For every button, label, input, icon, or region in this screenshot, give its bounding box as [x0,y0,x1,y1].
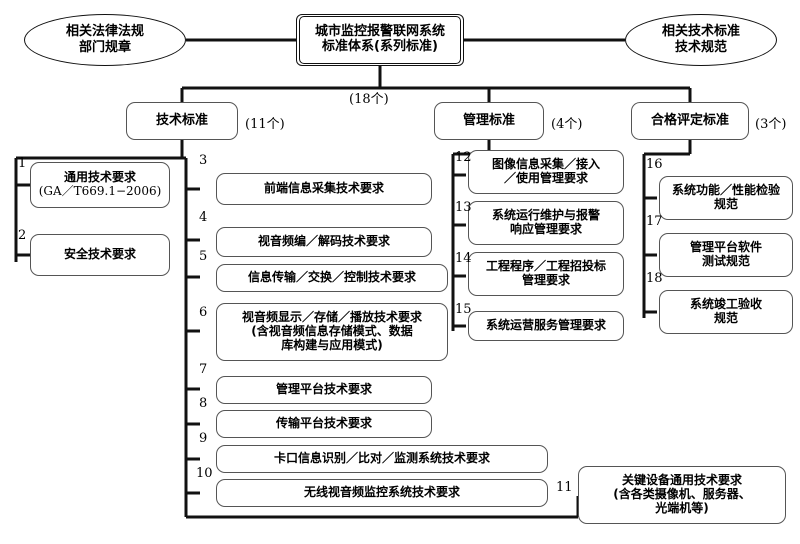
node-related-tech-standards-ellipse[interactable]: 相关技术标准 技术规范 [625,14,777,66]
item-17-number: 17 [646,214,663,229]
item-11-line2: (含各类摄像机、服务器、 [613,487,751,502]
node-item-3[interactable]: 前端信息采集技术要求 [216,173,432,205]
node-item-12[interactable]: 图像信息采集／接入 ／使用管理要求 [468,150,624,194]
item-18-number: 18 [646,271,663,286]
item-1-line2: (GA／T669.1−2006) [38,184,162,198]
item-1-number: 1 [18,156,27,171]
node-item-5[interactable]: 信息传输／交换／控制技术要求 [216,264,448,292]
item-7-line1: 管理平台技术要求 [275,382,372,397]
item-13-line2: 响应管理要求 [509,222,582,236]
item-16-number: 16 [646,157,663,172]
branch-2-count: (3个) [755,117,787,132]
node-item-18[interactable]: 系统竣工验收 规范 [659,290,793,334]
node-item-7[interactable]: 管理平台技术要求 [216,376,432,404]
node-item-10[interactable]: 无线视音频监控系统技术要求 [216,479,548,507]
item-13-line1: 系统运行维护与报警 [491,208,600,223]
node-item-1[interactable]: 通用技术要求 (GA／T669.1−2006) [30,162,170,208]
item-14-line2: 管理要求 [521,273,570,287]
root-line2: 标准体系(系列标准) [322,39,438,54]
branch-2-label: 合格评定标准 [650,112,729,128]
node-item-15[interactable]: 系统运营服务管理要求 [468,311,624,341]
branch-1-label: 管理标准 [462,112,515,128]
node-branch-conformity-assessment[interactable]: 合格评定标准 [631,102,749,140]
item-10-line1: 无线视音频监控系统技术要求 [303,485,460,500]
node-item-13[interactable]: 系统运行维护与报警 响应管理要求 [468,201,624,245]
item-1-line1: 通用技术要求 [63,170,136,185]
node-item-11[interactable]: 关键设备通用技术要求 (含各类摄像机、服务器、 光端机等) [578,466,786,524]
item-5-line1: 信息传输／交换／控制技术要求 [247,270,416,285]
item-12-number: 12 [455,150,472,165]
item-15-line1: 系统运营服务管理要求 [485,318,606,333]
node-branch-technical-standards[interactable]: 技术标准 [126,102,238,140]
branch-0-count: (11个) [245,117,285,132]
item-17-line2: 测试规范 [701,254,750,268]
node-item-9[interactable]: 卡口信息识别／比对／监测系统技术要求 [216,445,548,473]
item-9-number: 9 [199,431,208,446]
item-9-line1: 卡口信息识别／比对／监测系统技术要求 [273,451,490,466]
item-2-number: 2 [18,228,27,243]
item-11-number: 11 [556,480,573,495]
node-item-17[interactable]: 管理平台软件 测试规范 [659,233,793,277]
item-8-line1: 传输平台技术要求 [275,416,372,431]
item-4-number: 4 [199,210,208,225]
item-6-line1: 视音频显示／存储／播放技术要求 [241,310,422,325]
item-16-line2: 规范 [713,197,738,211]
node-item-2[interactable]: 安全技术要求 [30,234,170,276]
item-5-number: 5 [199,249,208,264]
item-14-line1: 工程程序／工程招投标 [485,259,606,274]
node-item-16[interactable]: 系统功能／性能检验 规范 [659,176,793,220]
root-count-label: (18个) [349,92,389,107]
item-15-number: 15 [455,302,472,317]
node-item-4[interactable]: 视音频编／解码技术要求 [216,227,432,257]
branch-1-count: (4个) [551,117,583,132]
item-10-number: 10 [196,466,213,481]
root-line1: 城市监控报警联网系统 [314,24,445,40]
related-laws-line2: 部门规章 [78,40,131,55]
item-17-line1: 管理平台软件 [689,240,762,255]
item-2-line1: 安全技术要求 [63,247,136,262]
node-item-8[interactable]: 传输平台技术要求 [216,410,432,438]
item-11-line3: 光端机等) [655,500,709,515]
item-7-number: 7 [199,362,208,377]
item-6-line2: (含视音频信息存储模式、数据 [251,324,413,339]
node-item-14[interactable]: 工程程序／工程招投标 管理要求 [468,252,624,296]
item-18-line1: 系统竣工验收 [689,297,762,312]
item-6-line3: 库构建与应用模式) [281,337,383,352]
node-item-6[interactable]: 视音频显示／存储／播放技术要求 (含视音频信息存储模式、数据 库构建与应用模式) [216,303,448,361]
branch-0-label: 技术标准 [155,112,208,128]
related-tech-line1: 相关技术标准 [661,24,740,40]
item-6-number: 6 [199,305,208,320]
item-3-number: 3 [199,153,208,168]
item-3-line1: 前端信息采集技术要求 [263,181,384,196]
node-branch-management-standards[interactable]: 管理标准 [434,102,544,140]
item-4-line1: 视音频编／解码技术要求 [257,234,390,249]
item-11-line1: 关键设备通用技术要求 [621,473,742,488]
item-14-number: 14 [455,251,472,266]
item-12-line1: 图像信息采集／接入 [491,157,600,172]
item-16-line1: 系统功能／性能检验 [671,183,780,198]
item-18-line2: 规范 [713,311,738,325]
item-13-number: 13 [455,200,472,215]
item-8-number: 8 [199,396,208,411]
node-related-laws-ellipse[interactable]: 相关法律法规 部门规章 [24,14,186,66]
node-root-standard-system[interactable]: 城市监控报警联网系统 标准体系(系列标准) [296,14,464,66]
related-laws-line1: 相关法律法规 [65,24,144,40]
related-tech-line2: 技术规范 [674,40,727,55]
item-12-line2: ／使用管理要求 [503,171,588,185]
